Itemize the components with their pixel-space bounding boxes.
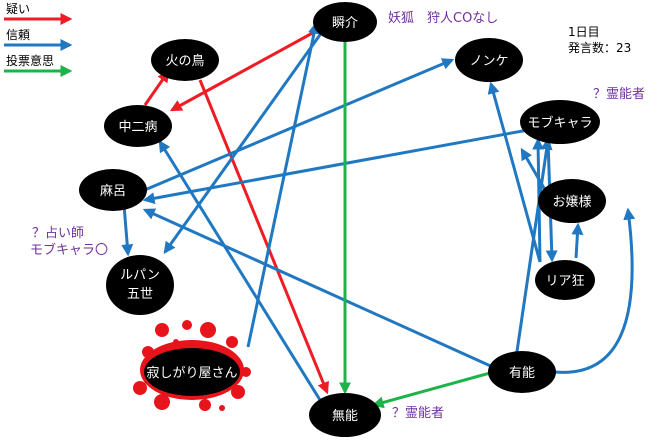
node-label-lupin-line1: ルパン: [120, 268, 160, 283]
node-munou: 無能: [309, 393, 381, 437]
edge-yuunou-to-mobukyara: [513, 137, 553, 366]
annotation-munou: ？霊能者: [392, 406, 444, 421]
node-chuunibyou: 中二病: [104, 105, 172, 147]
edge-yuunou-to-mahjong: [142, 208, 496, 370]
node-label-shunsuke: 瞬介: [332, 16, 358, 31]
edge-yuunou-vote-munou: [371, 371, 491, 409]
edge-mobukyara-to-mahjong: [142, 128, 529, 205]
annotation-mahjong-line1: ？占い師: [32, 226, 84, 241]
node-hinotori: 火の鳥: [151, 39, 219, 81]
legend: 疑い 信頼 投票意思: [4, 1, 73, 77]
node-label-riakyou: リア狂: [545, 274, 584, 289]
edge-munou-to-shunsuke: [246, 21, 320, 348]
edge-munou-to-chuunibyou: [158, 139, 322, 401]
node-label-hinotori: 火の鳥: [165, 54, 204, 69]
node-nonke: ノンケ: [455, 38, 523, 82]
edge-ojousama-to-mobukyara: [520, 147, 550, 196]
speech-count: 発言数：23: [568, 40, 631, 55]
legend-label-vote: 投票意思: [6, 53, 54, 68]
edge-hinotori-to-munou: [198, 79, 329, 395]
node-label-chuunibyou: 中二病: [118, 120, 157, 135]
annotation-mahjong-line2: モブキャラ〇: [30, 242, 108, 258]
edges-vote: [339, 40, 491, 409]
node-sabishigari: 寂しがり屋さん: [144, 348, 240, 396]
node-riakyou: リア狂: [535, 260, 595, 300]
node-shunsuke: 瞬介: [313, 2, 377, 42]
node-ojousama: お嬢様: [538, 179, 606, 223]
node-label-yuunou: 有能: [509, 366, 535, 381]
node-label-lupin-line2: 五世: [127, 287, 153, 302]
node-label-mobukyara: モブキャラ: [527, 115, 592, 131]
node-label-sabishigari: 寂しがり屋さん: [146, 365, 237, 381]
annotation-mobukyara: ？霊能者: [593, 87, 645, 102]
edge-mahjong-to-lupin: [121, 204, 134, 257]
node-label-nonke: ノンケ: [469, 54, 508, 69]
node-label-munou: 無能: [332, 409, 358, 424]
edge-riakyou-to-nonke: [487, 81, 542, 263]
legend-label-trust: 信頼: [6, 28, 30, 42]
day-label: 1日目: [568, 25, 600, 39]
node-label-ojousama: お嬢様: [552, 195, 591, 210]
legend-item-vote: 投票意思: [4, 53, 73, 77]
node-mobukyara: モブキャラ: [520, 100, 600, 144]
edge-mahjong-to-nonke: [139, 58, 455, 194]
edge-chuunibyou-to-hinotori: [143, 70, 170, 106]
edge-shunsuke-to-chuunibyou: [169, 28, 319, 112]
annotation-shunsuke: 妖狐 狩人COなし: [388, 11, 498, 26]
edges-suspicion: [143, 28, 329, 395]
legend-item-suspicion: 疑い: [4, 1, 73, 25]
node-label-mahjong: 麻呂: [100, 184, 126, 199]
edge-shunsuke-to-lupin: [163, 31, 324, 254]
legend-item-trust: 信頼: [4, 28, 73, 51]
edge-riakyou-to-ojousama: [571, 222, 584, 259]
node-lupin: ルパン 五世: [106, 255, 174, 315]
node-mahjong: 麻呂: [79, 169, 147, 211]
node-yuunou: 有能: [488, 351, 556, 393]
legend-label-suspicion: 疑い: [6, 1, 30, 16]
edge-yuunou-to-ojousama: [554, 207, 636, 374]
